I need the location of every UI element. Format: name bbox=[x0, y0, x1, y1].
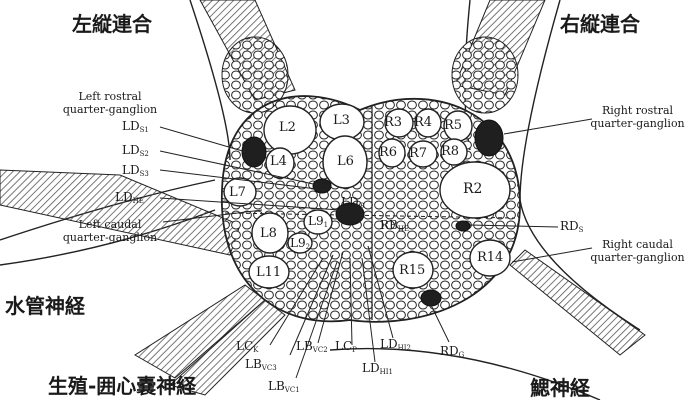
label-L3: L3 bbox=[333, 114, 350, 127]
right-connective-cells bbox=[452, 37, 518, 113]
label-LDs3: LDS3 bbox=[122, 164, 149, 181]
label-LDhi2: LDHI2 bbox=[380, 338, 411, 355]
label-RBhe: RBHE bbox=[380, 219, 409, 236]
dark-cell-RDs bbox=[456, 221, 470, 231]
dark-cell-LDs-cluster bbox=[313, 179, 331, 193]
label-R4: R4 bbox=[414, 116, 432, 129]
label-R3: R3 bbox=[384, 116, 402, 129]
label-LCk: LCK bbox=[236, 340, 258, 357]
siphon-nerve-label: 水管神経 bbox=[5, 290, 85, 319]
label-R2: R2 bbox=[463, 183, 482, 196]
label-L7: L7 bbox=[229, 186, 246, 199]
label-R8: R8 bbox=[441, 145, 459, 158]
label-R5: R5 bbox=[444, 119, 462, 132]
label-L6: L6 bbox=[337, 155, 354, 168]
label-RDg: RDG bbox=[440, 345, 464, 362]
label-RDs: RDS bbox=[560, 220, 583, 237]
right-connective-label: 右縦連合 bbox=[560, 8, 640, 37]
label-R15: R15 bbox=[399, 264, 425, 277]
label-R6: R6 bbox=[379, 146, 397, 159]
branchial-nerve-label: 鰓神経 bbox=[530, 372, 590, 401]
label-L11: L11 bbox=[256, 266, 281, 279]
dark-cell-right-rostral bbox=[475, 120, 503, 156]
dark-cell-RDg bbox=[421, 290, 441, 306]
label-L9-1: L91 bbox=[308, 215, 328, 232]
label-LDs2: LDS2 bbox=[122, 144, 149, 161]
genital-nerve-label: 生殖-囲心嚢神経 bbox=[48, 370, 196, 399]
branchial-nerve bbox=[510, 250, 645, 355]
label-LCp: LCP bbox=[335, 340, 357, 357]
label-L8: L8 bbox=[260, 227, 277, 240]
label-LDs1: LDS1 bbox=[122, 120, 149, 137]
label-LDhi1: LDHI1 bbox=[362, 362, 393, 379]
label-LDhe: LDHE bbox=[115, 191, 144, 208]
left-connective-label: 左縦連合 bbox=[72, 8, 152, 37]
label-L9-2: L92 bbox=[290, 237, 310, 254]
label-L2: L2 bbox=[279, 121, 296, 134]
label-LBvc2: LBVC2 bbox=[296, 340, 328, 357]
label-LBvc3: LBVC3 bbox=[245, 358, 277, 375]
label-LBvc1: LBVC1 bbox=[268, 380, 300, 397]
label-R7: R7 bbox=[409, 147, 427, 160]
label-LDg: LDG bbox=[341, 196, 364, 213]
label-L4: L4 bbox=[270, 155, 287, 168]
label-R14: R14 bbox=[477, 251, 503, 264]
